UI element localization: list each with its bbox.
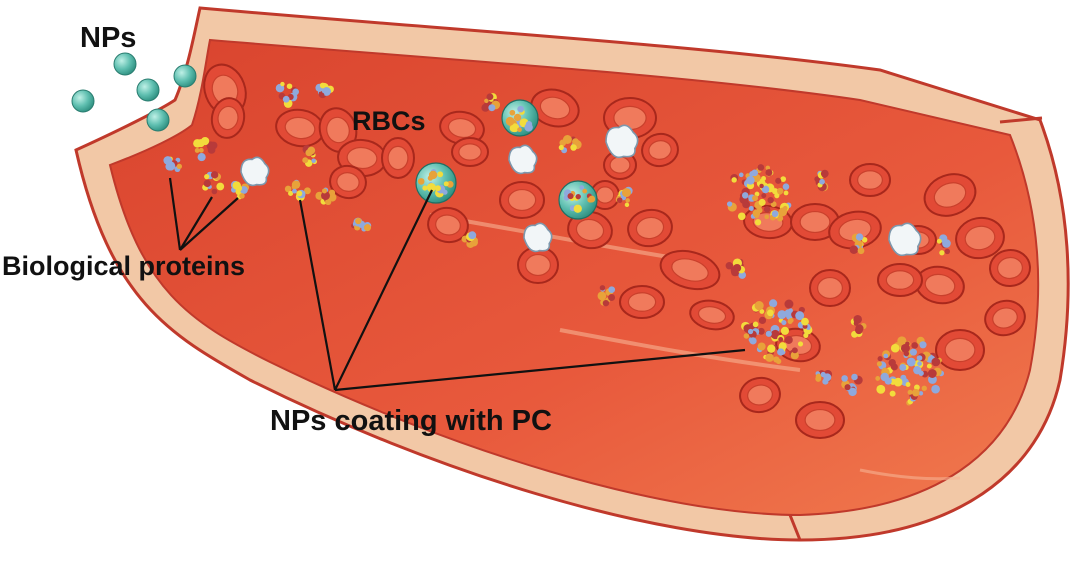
protein-corona-particle-icon: [875, 336, 945, 406]
red-blood-cell-icon: [659, 249, 721, 291]
protein-corona-particle-icon: [558, 180, 598, 220]
white-cell-icon: [240, 156, 270, 187]
red-blood-cell-icon: [499, 181, 545, 219]
teal-sphere-icon: [146, 108, 170, 132]
protein-cluster-icon: [284, 179, 311, 202]
leader-line: [298, 199, 337, 391]
red-blood-cell-icon: [989, 248, 1031, 288]
protein-corona-particle-icon: [741, 299, 813, 364]
label-nps: NPs: [80, 22, 137, 54]
teal-sphere-icon: [173, 64, 197, 88]
red-blood-cell-icon: [809, 269, 851, 307]
red-blood-cell-icon: [641, 132, 679, 168]
protein-cluster-icon: [275, 81, 300, 108]
red-blood-cell-icon: [935, 329, 985, 371]
red-blood-cell-icon: [790, 203, 840, 241]
red-blood-cell-icon: [439, 110, 485, 146]
leader-line: [334, 189, 433, 391]
red-blood-cell-icon: [210, 97, 246, 139]
red-blood-cell-icon: [337, 138, 387, 178]
red-blood-cell-icon: [984, 299, 1026, 337]
protein-cluster-icon: [230, 180, 250, 200]
protein-cluster-icon: [815, 370, 833, 385]
protein-cluster-icon: [461, 231, 478, 248]
red-blood-cell-icon: [318, 107, 358, 153]
red-blood-cell-icon: [877, 263, 923, 297]
protein-cluster-icon: [725, 258, 746, 279]
leader-line: [168, 177, 182, 251]
red-blood-cell-icon: [530, 88, 580, 128]
white-cell-layer: [240, 124, 922, 257]
teal-sphere-icon: [71, 89, 95, 113]
protein-cluster-icon: [850, 314, 867, 338]
red-blood-cell-icon: [828, 210, 882, 250]
protein-corona-particle-icon: [726, 164, 792, 226]
protein-cluster-icon: [302, 144, 318, 167]
red-blood-cell-icon: [689, 299, 735, 331]
label-rbcs: RBCs: [352, 106, 426, 136]
leader-lines: [168, 177, 746, 392]
red-blood-cell-icon: [381, 137, 415, 179]
flow-streak: [859, 468, 961, 481]
red-blood-cell-icon: [955, 216, 1005, 260]
red-blood-cell-icon: [275, 108, 325, 148]
leader-line: [179, 197, 239, 251]
label-biological-proteins: Biological proteins: [2, 251, 246, 281]
red-blood-cell-icon: [427, 206, 469, 244]
red-blood-cell-icon: [329, 164, 367, 200]
protein-cluster-icon: [315, 82, 334, 99]
protein-cluster-icon: [597, 285, 616, 307]
white-cell-icon: [523, 222, 553, 253]
protein-corona-particle-icon: [501, 99, 539, 137]
protein-cluster-icon: [193, 136, 218, 162]
protein-cluster-icon: [202, 171, 225, 195]
leader-line: [334, 348, 746, 392]
teal-sphere-icon: [136, 78, 160, 102]
vessel-rim-right: [999, 116, 1043, 124]
red-blood-cell-icon: [451, 137, 489, 167]
red-blood-cell-icon: [619, 285, 665, 319]
protein-cluster-icon: [615, 186, 633, 208]
protein-cluster-icon: [936, 234, 951, 256]
corona-layer: [415, 99, 945, 406]
protein-corona-particle-icon: [415, 162, 457, 204]
red-blood-cell-icon: [915, 265, 965, 305]
red-blood-cell-icon: [739, 376, 781, 414]
red-blood-cell-icon: [849, 163, 891, 197]
protein-cluster-icon: [163, 156, 183, 173]
protein-cluster-icon: [315, 187, 337, 206]
protein-layer: [163, 81, 951, 397]
red-blood-cell-icon: [795, 401, 845, 439]
rbc-layer: [203, 63, 1031, 439]
red-blood-cell-icon: [923, 173, 977, 217]
protein-cluster-icon: [841, 373, 863, 397]
white-cell-icon: [605, 124, 639, 159]
red-blood-cell-icon: [627, 208, 673, 248]
protein-cluster-icon: [481, 93, 501, 112]
protein-cluster-icon: [558, 135, 582, 154]
white-cell-icon: [888, 222, 922, 257]
flow-streak: [559, 328, 801, 372]
protein-cluster-icon: [814, 169, 829, 192]
red-blood-cell-icon: [517, 246, 559, 284]
protein-cluster-icon: [849, 233, 868, 255]
vessel-rim-bottom: [788, 514, 802, 541]
white-cell-icon: [508, 144, 538, 175]
teal-sphere-icon: [113, 52, 137, 76]
protein-cluster-icon: [351, 217, 372, 232]
leader-line: [179, 196, 213, 251]
nanoparticle-layer: [71, 52, 197, 132]
label-nps-coating-with-pc: NPs coating with PC: [270, 405, 552, 437]
